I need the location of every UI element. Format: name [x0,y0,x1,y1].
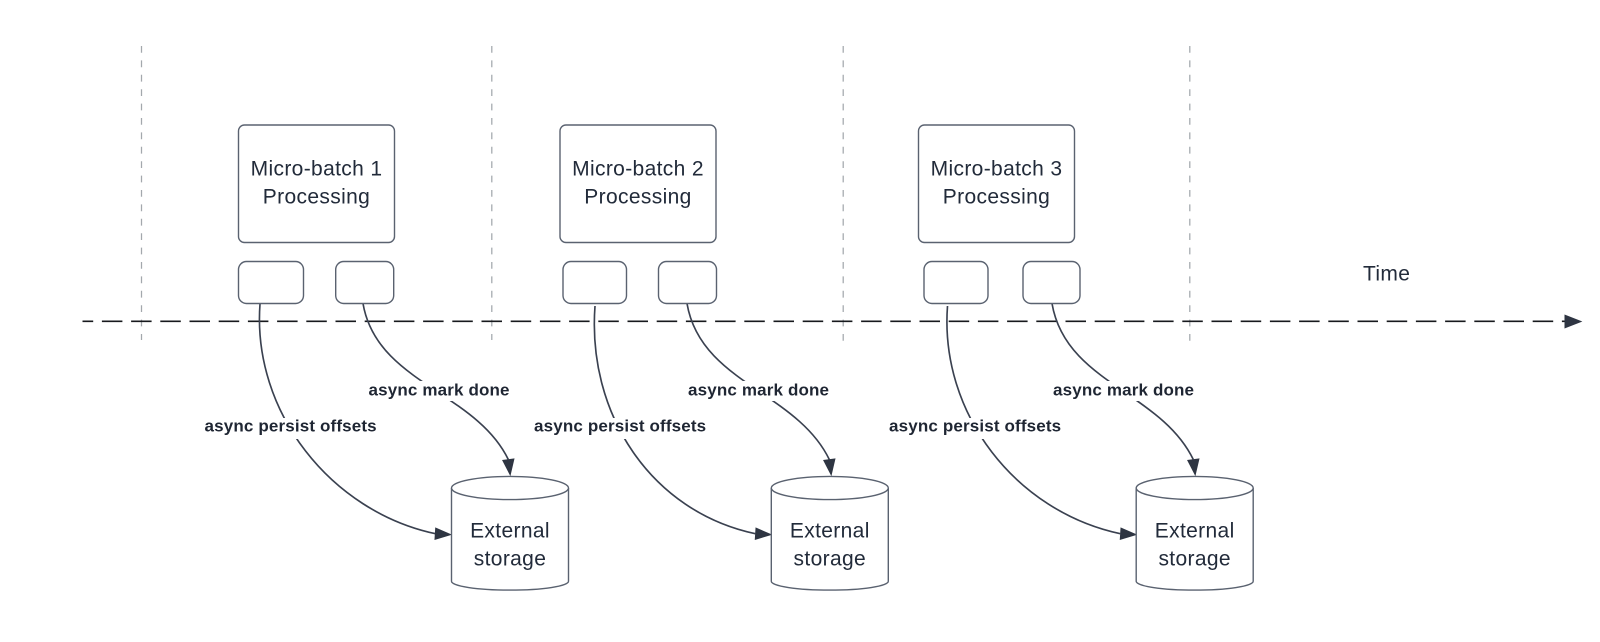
svg-text:async persist offsets: async persist offsets [534,417,706,436]
svg-text:Micro-batch 2: Micro-batch 2 [572,158,704,181]
svg-text:External: External [470,520,550,543]
svg-text:storage: storage [474,548,547,571]
svg-text:storage: storage [794,548,867,571]
svg-text:Time: Time [1363,263,1410,286]
svg-text:async persist offsets: async persist offsets [205,417,377,436]
svg-text:Micro-batch 1: Micro-batch 1 [251,158,383,181]
svg-text:storage: storage [1158,548,1231,571]
svg-text:External: External [790,520,870,543]
svg-text:async persist offsets: async persist offsets [889,417,1061,436]
svg-text:Processing: Processing [584,186,691,209]
svg-text:async mark done: async mark done [688,380,829,399]
svg-text:async mark done: async mark done [369,380,510,399]
svg-text:async mark done: async mark done [1053,380,1194,399]
svg-text:Processing: Processing [943,186,1050,209]
svg-text:External: External [1155,520,1235,543]
svg-text:Processing: Processing [263,186,370,209]
svg-text:Micro-batch 3: Micro-batch 3 [931,158,1063,181]
